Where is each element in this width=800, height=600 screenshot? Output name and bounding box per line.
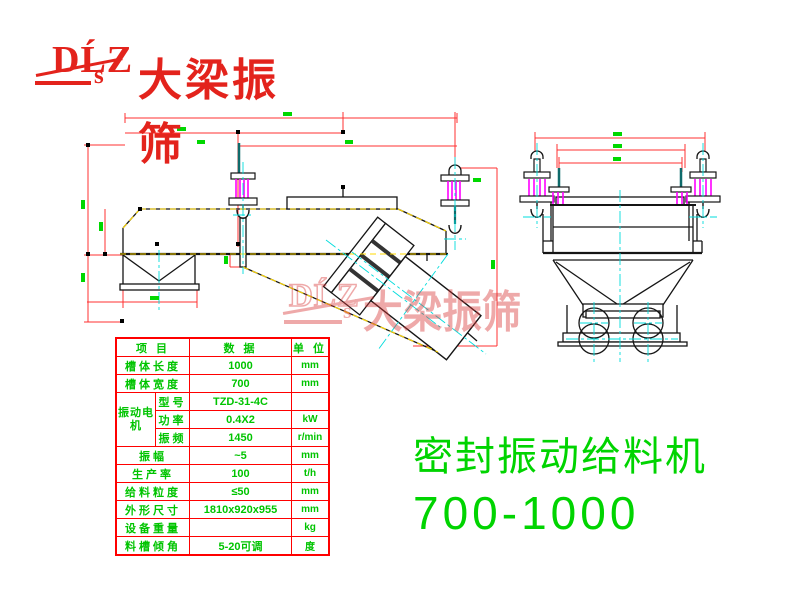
row-unit: mm xyxy=(291,482,330,501)
row-value: 0.4X2 xyxy=(189,410,292,429)
dimension-labels xyxy=(81,112,495,300)
dimension-labels-end xyxy=(613,132,622,161)
row-unit: mm xyxy=(291,374,330,393)
edge-highlight-lines xyxy=(120,208,448,353)
product-title: 密封振动给料机 xyxy=(413,435,707,479)
row-sublabel: 振频 xyxy=(155,428,190,447)
row-value: TZD-31-4C xyxy=(189,392,292,411)
dimension-markers xyxy=(86,130,345,323)
row-label: 设备重量 xyxy=(115,518,190,537)
row-unit: 度 xyxy=(291,536,330,556)
row-group-label: 振动电机 xyxy=(115,392,156,447)
spec-table-grid: 项 目 数 据 单 位 槽体长度 1000 mm 槽体宽度 700 mm 振动电… xyxy=(115,337,331,556)
trough-end-outline xyxy=(542,196,703,347)
table-row: 振幅 ~5 mm xyxy=(115,446,330,465)
row-unit: kg xyxy=(291,518,330,537)
row-value: ~5 xyxy=(189,446,292,465)
brand-logo: DĹZ s 大梁振筛 xyxy=(0,0,320,169)
logo-s-text: s xyxy=(94,62,104,89)
row-value: 1450 xyxy=(189,428,292,447)
suspension-springs-end xyxy=(519,150,721,218)
product-model: 700-1000 xyxy=(413,487,640,539)
side-view-drawing xyxy=(81,112,498,361)
table-row: 槽体长度 1000 mm xyxy=(115,356,330,375)
table-row: 料槽倾角 5-20可调 度 xyxy=(115,536,330,556)
row-label: 给料粒度 xyxy=(115,482,190,501)
table-row: 给料粒度 ≤50 mm xyxy=(115,482,330,501)
logo-underline xyxy=(35,81,91,85)
watermark-logo: DĹZ s 大梁振筛 xyxy=(281,268,541,343)
row-value: 1000 xyxy=(189,356,292,375)
table-row: 生产率 100 t/h xyxy=(115,464,330,483)
row-unit: mm xyxy=(291,446,330,465)
row-unit: r/min xyxy=(291,428,330,447)
spec-table: 项 目 数 据 单 位 槽体长度 1000 mm 槽体宽度 700 mm 振动电… xyxy=(115,337,331,556)
table-row: 设备重量 kg xyxy=(115,518,330,537)
row-unit: t/h xyxy=(291,464,330,483)
table-row: 功率 0.4X2 kW xyxy=(116,410,330,429)
row-value xyxy=(189,518,292,537)
logo-brand-text: 大梁振筛 xyxy=(138,56,279,169)
row-label: 料槽倾角 xyxy=(115,536,190,556)
row-unit: kW xyxy=(291,410,330,429)
watermark-brand-text: 大梁振筛 xyxy=(363,288,522,337)
row-unit: mm xyxy=(291,500,330,519)
row-value: 700 xyxy=(189,374,292,393)
row-label: 槽体宽度 xyxy=(115,374,190,393)
table-row: 振动电机 型号 TZD-31-4C xyxy=(115,392,330,447)
dimension-lines-end xyxy=(534,132,706,172)
row-sublabel: 型号 xyxy=(155,392,190,411)
row-sublabel: 功率 xyxy=(155,410,190,429)
row-label: 振幅 xyxy=(115,446,190,465)
centerlines-side xyxy=(158,157,487,355)
watermark-dlz-text: DĹZ xyxy=(288,277,360,315)
row-value: 1810x920x955 xyxy=(189,500,292,519)
row-label: 外形尺寸 xyxy=(115,500,190,519)
end-view-drawing xyxy=(519,132,721,362)
row-label: 生产率 xyxy=(115,464,190,483)
centerlines-end xyxy=(523,143,717,362)
row-unit xyxy=(291,392,330,411)
table-header-row: 项 目 数 据 单 位 xyxy=(115,337,330,357)
header-item: 项 目 xyxy=(115,337,190,357)
row-value: 100 xyxy=(189,464,292,483)
row-label: 槽体长度 xyxy=(115,356,190,375)
header-data: 数 据 xyxy=(189,337,292,357)
row-value: 5-20可调 xyxy=(189,536,292,556)
watermark-underline xyxy=(284,320,342,324)
table-row: 外形尺寸 1810x920x955 mm xyxy=(115,500,330,519)
table-row: 槽体宽度 700 mm xyxy=(115,374,330,393)
row-value: ≤50 xyxy=(189,482,292,501)
row-unit: mm xyxy=(291,356,330,375)
watermark-s-text: s xyxy=(343,298,352,323)
header-unit: 单 位 xyxy=(291,337,330,357)
